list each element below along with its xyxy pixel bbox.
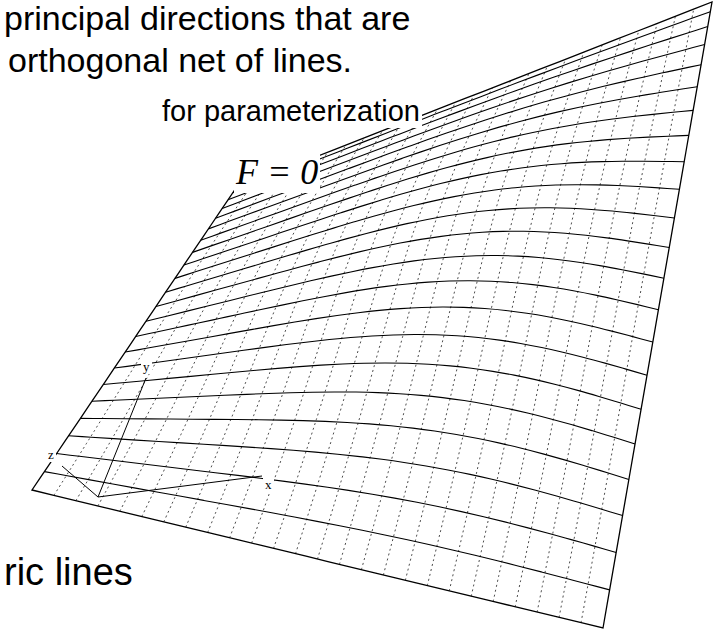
dashed-curvature-line (186, 138, 364, 527)
dashed-curvature-line (164, 145, 346, 522)
dashed-curvature-line (339, 88, 492, 564)
solid-curvature-line (216, 65, 702, 219)
solid-curvature-line (69, 436, 623, 516)
dashed-curvature-line (54, 181, 254, 495)
solid-curvature-line (80, 418, 628, 479)
dashed-curvature-line (537, 23, 657, 612)
dashed-curvature-line (515, 31, 639, 607)
dashed-curvature-line (383, 74, 529, 575)
math-equation: F = 0 (234, 153, 320, 193)
solid-curvature-line (114, 335, 647, 376)
z-axis (62, 466, 98, 497)
y-axis (98, 378, 146, 497)
dashed-curvature-line (471, 45, 602, 596)
solid-curvature-line (193, 135, 689, 252)
solid-curvature-line (175, 185, 679, 279)
dashed-curvature-line (559, 16, 675, 617)
dashed-curvature-line (493, 38, 620, 602)
surface-mesh (32, 2, 712, 628)
solid-curvature-line (92, 392, 635, 444)
slide-text: orthogonal net of lines. (6, 42, 354, 79)
slide-text: for parameterization (160, 96, 422, 128)
axis-label: x (263, 478, 274, 492)
x-axis (98, 476, 262, 497)
solid-curvature-line (103, 363, 641, 409)
slide-text: ric lines (2, 552, 135, 594)
dashed-curvature-line (581, 9, 694, 623)
dashed-curvature-line (318, 95, 475, 559)
solid-curvature-line (136, 281, 659, 337)
axis-label: y (141, 360, 152, 374)
dashed-curvature-line (427, 59, 565, 585)
surface-outline (32, 2, 712, 628)
dashed-curvature-line (208, 131, 383, 533)
slide-text: principal directions that are (2, 0, 412, 37)
axis-label: z (46, 448, 56, 462)
coordinate-axes (62, 378, 262, 497)
dashed-curvature-line (449, 52, 584, 591)
dashed-curvature-line (76, 174, 273, 501)
solid-curvature-line (156, 231, 669, 306)
solid-curvature-line (201, 110, 693, 240)
dashed-curvature-line (142, 152, 328, 516)
dashed-curvature-line (120, 159, 309, 511)
dashed-curvature-line (405, 66, 547, 580)
dashed-curvature-line (98, 167, 291, 506)
solid-curvature-line (57, 454, 617, 553)
dashed-curvature-line (230, 124, 401, 538)
dashed-curvature-line (361, 81, 510, 570)
